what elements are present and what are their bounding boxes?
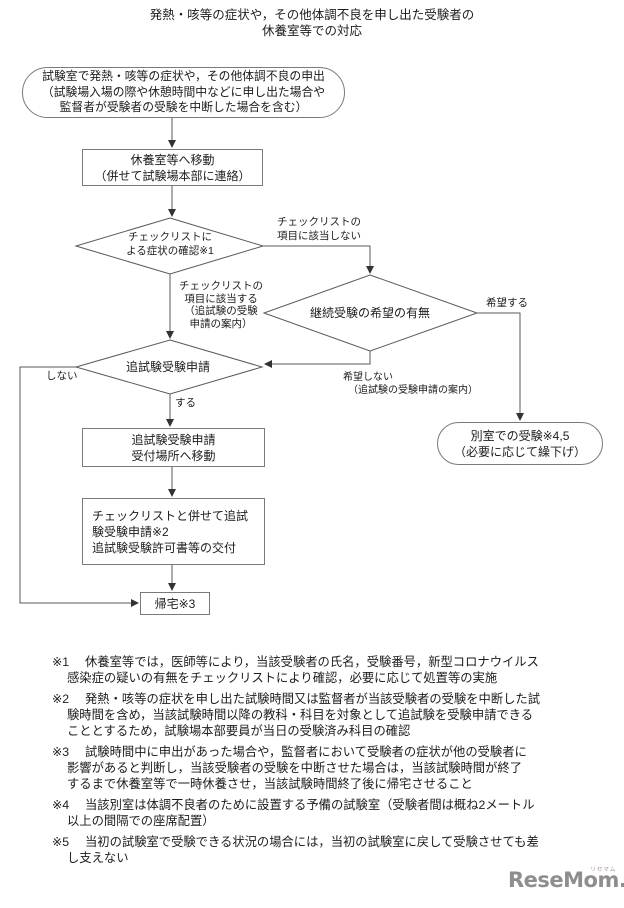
footnote-2-line1: 発熱・咳等の症状を申し出た試験時間又は監督者が当該受験者の受験を中断した試 [85, 692, 540, 706]
footnote-3-line1: 試験時間中に申出があった場合や，監督者において受験者の症状が他の受験者に [85, 745, 527, 759]
page-title-line2: 休養室等での対応 [261, 24, 362, 38]
reception-move-line1: 追試験受験申請 [131, 432, 216, 447]
apply-checklist-line3: 追試験受験許可書等の交付 [92, 540, 237, 555]
go-home-line1: 帰宅※3 [154, 596, 196, 611]
separate-room-line2: （必要に応じて繰下げ） [453, 444, 586, 459]
symptom-check-line1: チェックリストに [128, 231, 212, 243]
resemom-logo-ruby: リセマム [590, 867, 617, 873]
footnote-3: ※3 試験時間中に申出があった場合や，監督者において受験者の症状が他の受験者に … [52, 744, 576, 792]
go-home-node: 帰宅※3 [140, 592, 210, 615]
separate-room-line1: 別室での受験※4,5 [470, 428, 570, 443]
footnote-1: ※1 休養室等では，医師等により，当該受験者の氏名，受験番号，新型コロナウイルス… [52, 654, 576, 686]
start-node: 試験室で発熱・咳等の症状や，その他体調不良の申出 （試験場入場の際や休憩時間中な… [22, 67, 345, 118]
label-applicable: チェックリストの 項目に該当する （追試験の受験 申請の案内） [177, 280, 265, 330]
start-node-line3: 監督者が受験者の受験を中断した場合を含む） [59, 100, 308, 115]
footnote-2-line2: 験時間を含め，当該試験時間以降の教科・科目を対象として追試験を受験申請できる [67, 708, 534, 722]
continue-wish-decision: 継続受験の希望の有無 [280, 306, 460, 321]
footnote-5-marker: ※5 [52, 835, 70, 849]
move-rest-room-node: 休養室等へ移動 （併せて試験場本部に連絡） [82, 149, 263, 186]
footnote-1-line2: 感染症の疑いの有無をチェックリストにより確認，必要に応じて処置等の実施 [67, 671, 498, 685]
makeup-apply-decision: 追試験受験申請 [98, 360, 238, 375]
footnote-4-marker: ※4 [52, 798, 70, 812]
footnote-3-line3: するまで休養室等で一時休養させ，当該試験時間終了後に帰宅させること [67, 777, 473, 791]
footnote-1-line1: 休養室等では，医師等により，当該受験者の氏名，受験番号，新型コロナウイルス [85, 655, 539, 669]
label-wish-no-line1: 希望しない [343, 372, 393, 383]
label-not-applicable: チェックリストの 項目に該当しない [277, 215, 361, 243]
page-title-line1: 発熱・咳等の症状や，その他体調不良を申し出た受験者の [149, 8, 475, 22]
page-title: 発熱・咳等の症状や，その他体調不良を申し出た受験者の 休養室等での対応 [0, 7, 624, 39]
label-wish-no: 希望しない （追試験の受験申請の案内） [343, 371, 478, 397]
resemom-logo-text: ReseMom. [508, 868, 624, 892]
footnote-1-marker: ※1 [52, 655, 70, 669]
label-do-apply-line1: する [175, 397, 196, 409]
start-node-line2: （試験場入場の際や休憩時間中などに申し出た場合や [41, 84, 326, 99]
separate-room-node: 別室での受験※4,5 （必要に応じて繰下げ） [437, 422, 603, 465]
start-node-line1: 試験室で発熱・咳等の症状や，その他体調不良の申出 [42, 69, 325, 84]
label-wish-no-line2: （追試験の受験申請の案内） [348, 385, 478, 396]
label-applicable-line2: 項目に該当する [184, 292, 258, 305]
symptom-check-decision: チェックリストに よる症状の確認※1 [88, 231, 252, 258]
label-no-apply-line1: しない [46, 370, 78, 382]
footnote-2: ※2 発熱・咳等の症状を申し出た試験時間又は監督者が当該受験者の受験を中断した試… [52, 691, 576, 739]
footnote-3-marker: ※3 [52, 745, 70, 759]
footnote-2-line3: こととするため，試験場本部要員が当日の受験済み科目の確認 [67, 724, 411, 738]
label-do-apply: する [175, 396, 196, 410]
apply-checklist-line1: チェックリストと併せて追試 [92, 508, 249, 523]
footnotes: ※1 休養室等では，医師等により，当該受験者の氏名，受験番号，新型コロナウイルス… [52, 654, 576, 871]
footnote-3-line2: 影響があると判断し，当該受験者の受験を中断させた場合は，当該試験時間が終了 [67, 761, 522, 775]
footnote-4-line1: 当該別室は体調不良者のために設置する予備の試験室（受験者間は概ね2メートル [85, 798, 535, 812]
label-applicable-line1: チェックリストの [179, 280, 263, 292]
footnote-4-line2: 以上の間隔での座席配置） [67, 814, 215, 828]
resemom-logo: リセマム ReseMom. [508, 867, 624, 892]
label-no-apply: しない [46, 369, 78, 383]
reception-move-line2: 受付場所へ移動 [131, 448, 216, 463]
label-wish-yes-line1: 希望する [486, 297, 528, 309]
reception-move-node: 追試験受験申請 受付場所へ移動 [82, 428, 265, 467]
label-applicable-line4: 申請の案内） [189, 317, 253, 330]
label-not-applicable-line2: 項目に該当しない [277, 230, 361, 242]
label-applicable-line3: （追試験の受験 [184, 305, 258, 317]
makeup-apply-line1: 追試験受験申請 [125, 360, 210, 374]
continue-wish-line1: 継続受験の希望の有無 [309, 306, 430, 320]
footnote-5: ※5 当初の試験室で受験できる状況の場合には，当初の試験室に戻して受験させても差… [52, 834, 576, 866]
symptom-check-line2: よる症状の確認※1 [126, 244, 214, 257]
footnote-5-line2: し支えない [67, 851, 129, 865]
move-rest-room-line2: （併せて試験場本部に連絡） [94, 168, 251, 183]
label-wish-yes: 希望する [486, 296, 528, 310]
move-rest-room-line1: 休養室等へ移動 [130, 152, 215, 167]
label-not-applicable-line1: チェックリストの [277, 216, 361, 228]
footnote-4: ※4 当該別室は体調不良者のために設置する予備の試験室（受験者間は概ね2メートル… [52, 797, 576, 829]
footnote-5-line1: 当初の試験室で受験できる状況の場合には，当初の試験室に戻して受験させても差 [85, 835, 539, 849]
apply-checklist-line2: 験受験申請※2 [92, 524, 169, 539]
footnote-2-marker: ※2 [52, 692, 70, 706]
apply-checklist-node: チェックリストと併せて追試 験受験申請※2 追試験受験許可書等の交付 [82, 498, 265, 565]
